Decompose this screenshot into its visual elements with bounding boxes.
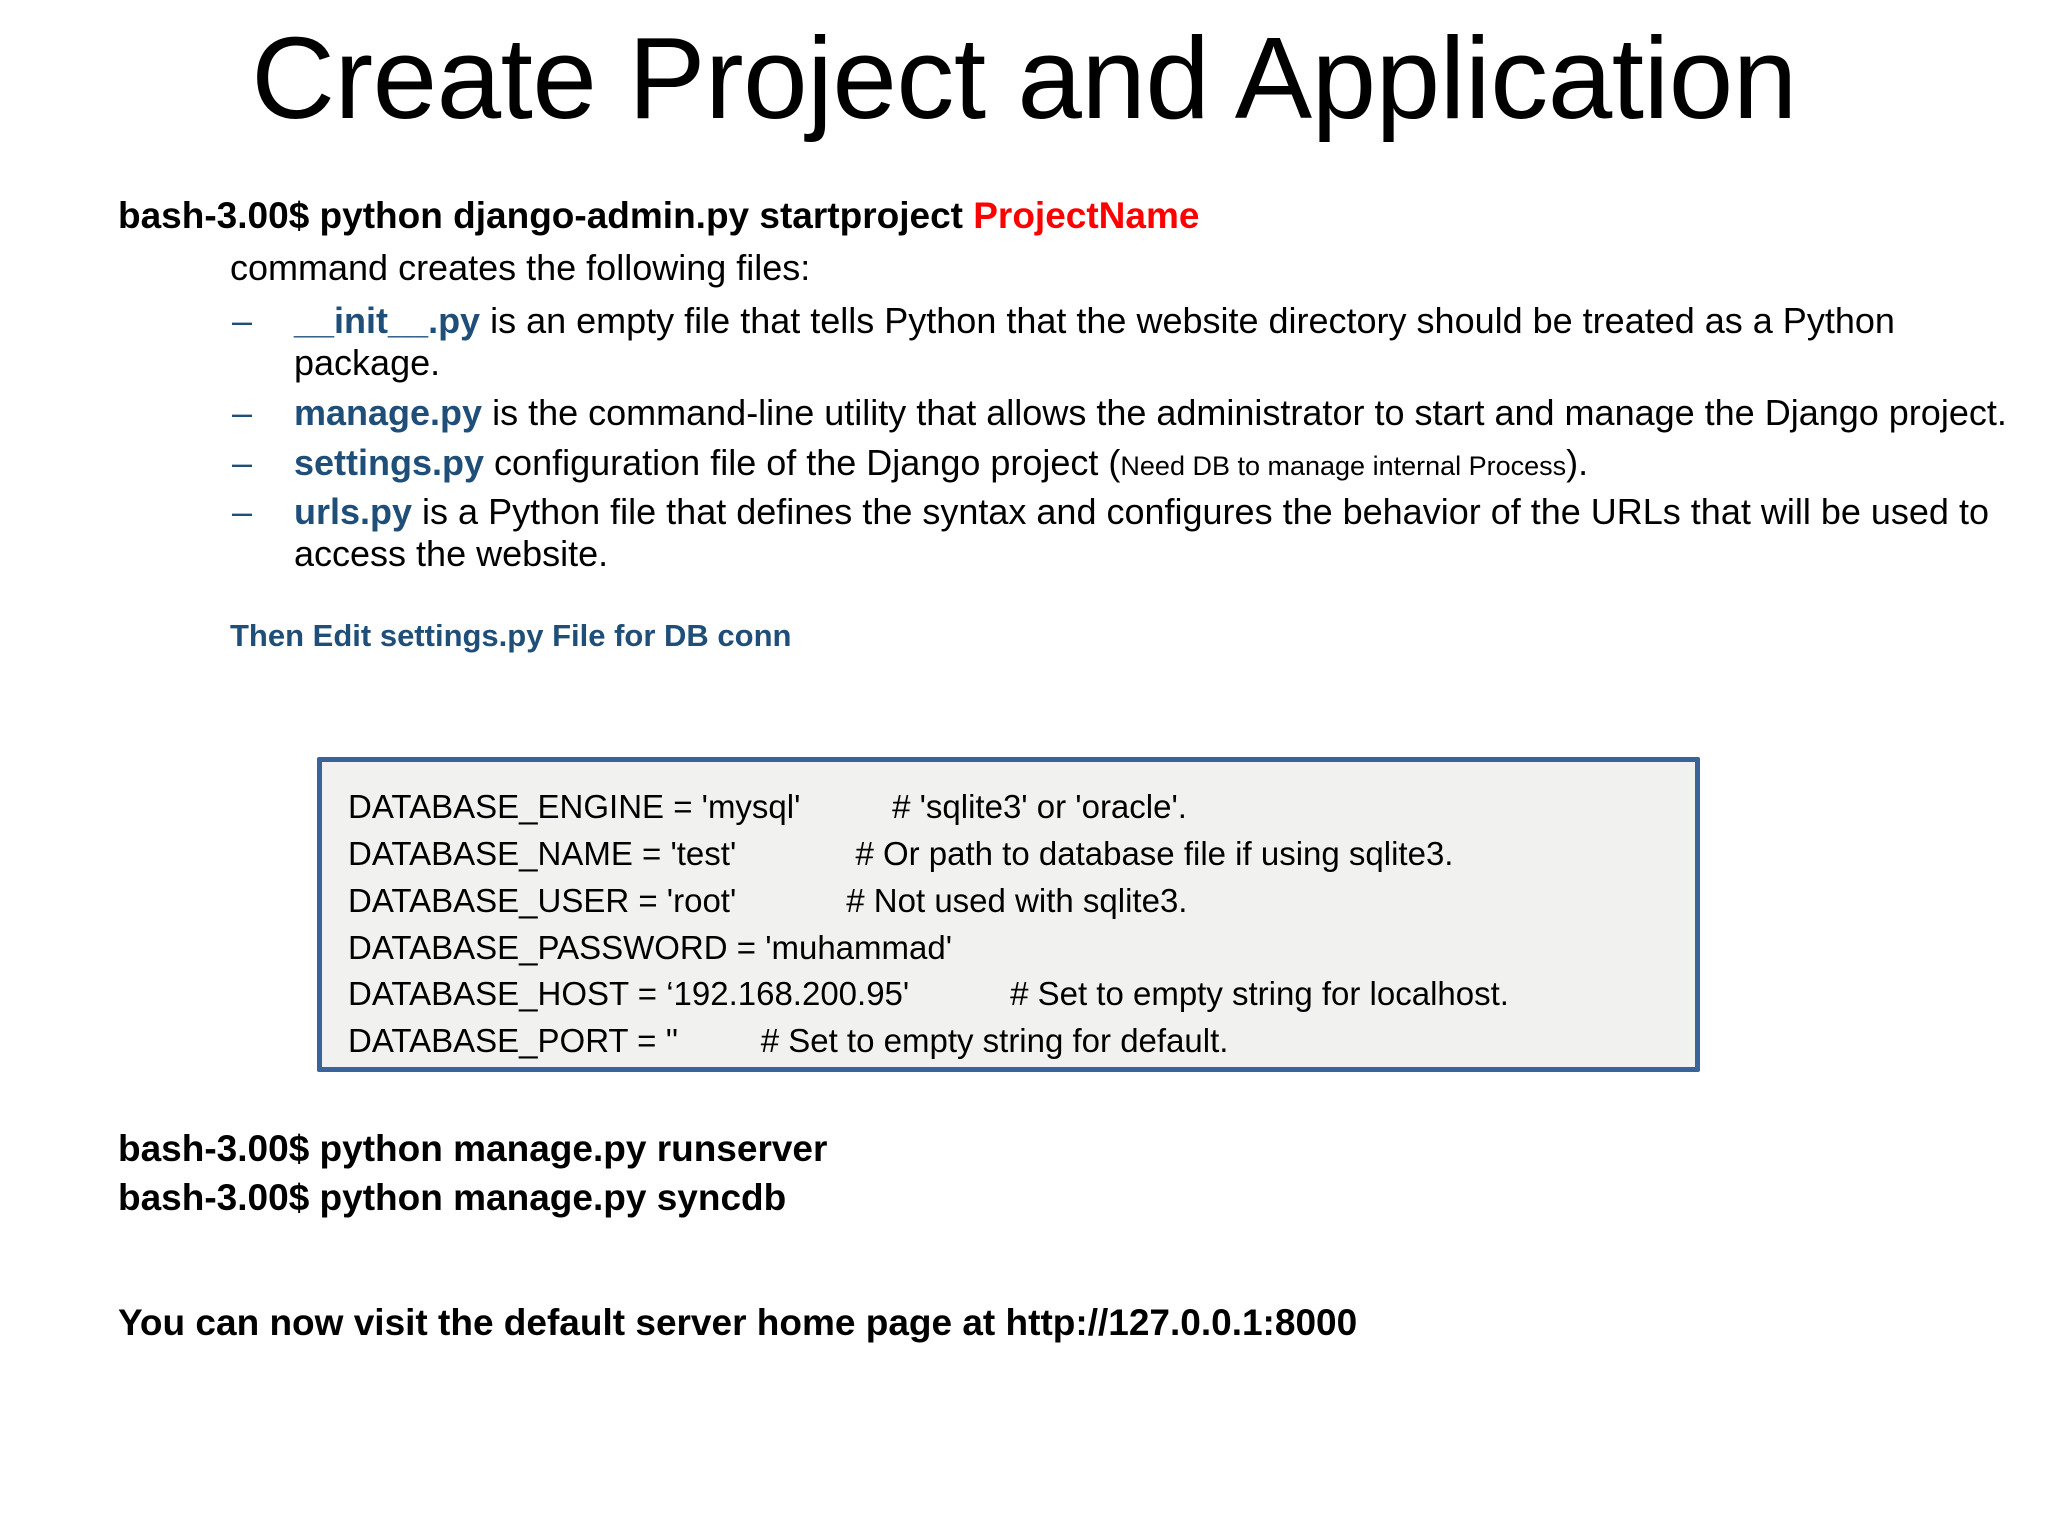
list-item: – __init__.py is an empty file that tell…: [230, 300, 2030, 384]
dash-bullet-icon: –: [232, 491, 253, 533]
syncdb-command: bash-3.00$ python manage.py syncdb: [118, 1176, 787, 1218]
generated-files-list: – __init__.py is an empty file that tell…: [230, 300, 2030, 575]
edit-settings-heading: Then Edit settings.py File for DB conn: [230, 617, 792, 653]
list-item-parenthetical: Need DB to manage internal Process: [1120, 450, 1567, 481]
body-content: bash-3.00$ python django-admin.py startp…: [118, 195, 2030, 654]
code-line: DATABASE_HOST = ‘192.168.200.95' # Set t…: [348, 975, 1509, 1013]
settings-code-box: DATABASE_ENGINE = 'mysql' # 'sqlite3' or…: [317, 757, 1700, 1072]
startproject-command-prefix: bash-3.00$ python django-admin.py startp…: [118, 195, 974, 236]
code-line: DATABASE_USER = 'root' # Not used with s…: [348, 881, 1188, 919]
page-title: Create Project and Application: [251, 13, 1797, 143]
list-item-text: is a Python file that defines the syntax…: [294, 491, 1989, 575]
file-name-urls: urls.py: [294, 491, 413, 533]
startproject-command-line: bash-3.00$ python django-admin.py startp…: [118, 195, 2030, 238]
project-name-argument: ProjectName: [973, 195, 1200, 236]
list-item: – manage.py is the command-line utility …: [230, 392, 2030, 434]
code-line: DATABASE_PORT = '' # Set to empty string…: [348, 1022, 1229, 1060]
list-item-text: configuration file of the Django project…: [484, 441, 1121, 483]
list-item-text-after: ).: [1566, 441, 1589, 483]
runserver-command: bash-3.00$ python manage.py runserver: [118, 1128, 828, 1169]
list-item: – urls.py is a Python file that defines …: [230, 491, 2030, 575]
list-item: – settings.py configuration file of the …: [230, 442, 2030, 484]
dash-bullet-icon: –: [232, 300, 253, 342]
list-item-text: is an empty file that tells Python that …: [294, 300, 1895, 384]
code-line: DATABASE_NAME = 'test' # Or path to data…: [348, 834, 1454, 872]
code-line: DATABASE_ENGINE = 'mysql' # 'sqlite3' or…: [348, 788, 1187, 825]
dash-bullet-icon: –: [232, 391, 253, 433]
file-name-init: __init__.py: [294, 300, 481, 342]
list-item-text: is the command-line utility that allows …: [482, 391, 2007, 433]
command-description: command creates the following files:: [230, 246, 811, 288]
code-line: DATABASE_PASSWORD = 'muhammad': [348, 928, 953, 966]
dash-bullet-icon: –: [232, 441, 253, 483]
file-name-settings: settings.py: [294, 441, 485, 483]
footer-commands: bash-3.00$ python manage.py runserver ba…: [118, 1125, 2018, 1345]
server-url-note: You can now visit the default server hom…: [118, 1301, 1358, 1343]
file-name-manage: manage.py: [294, 391, 483, 433]
